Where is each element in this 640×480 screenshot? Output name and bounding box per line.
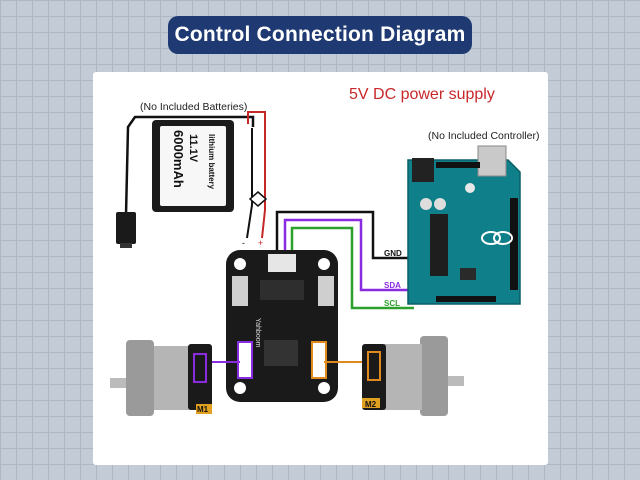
battery-pack: 11.1V lithium battery 6000mAh	[152, 120, 234, 212]
i2c-wires	[275, 210, 414, 310]
diagram-title: Control Connection Diagram	[168, 16, 472, 54]
m1-label: M1	[197, 405, 209, 414]
motor-driver-board: Yahboom	[226, 250, 338, 402]
sda-label: SDA	[384, 281, 401, 290]
gnd-label: GND	[384, 249, 402, 258]
arduino-board	[407, 145, 521, 305]
barrel-connector	[116, 212, 136, 248]
battery-name: lithium battery	[207, 134, 216, 190]
battery-capacity: 6000mAh	[171, 130, 186, 188]
minus-mark: -	[242, 238, 245, 248]
board-brand: Yahboom	[254, 318, 261, 348]
motor-m2	[362, 336, 464, 416]
controller-note: (No Included Controller)	[428, 130, 540, 142]
power-supply-label: 5V DC power supply	[349, 86, 495, 103]
battery-voltage: 11.1V	[187, 134, 199, 163]
scl-label: SCL	[384, 299, 400, 308]
inline-diode	[248, 191, 268, 207]
m2-label: M2	[365, 400, 377, 409]
plus-mark: +	[258, 238, 263, 248]
batteries-note: (No Included Batteries)	[140, 101, 248, 113]
battery-wires	[124, 111, 266, 239]
motor-m1	[110, 340, 212, 416]
